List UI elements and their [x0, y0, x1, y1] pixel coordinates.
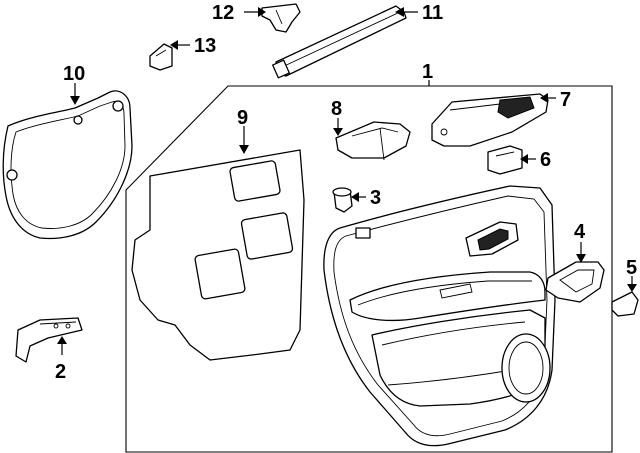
- callout-8: 8: [331, 98, 342, 120]
- callout-6: 6: [540, 149, 551, 171]
- callout-2: 2: [55, 361, 66, 383]
- part-11-window-seal-strip: [272, 5, 418, 79]
- part-13-bracket: [149, 40, 190, 71]
- callout-12: 12: [212, 2, 234, 24]
- callout-9: 9: [237, 107, 248, 129]
- callout-7: 7: [560, 89, 571, 111]
- callout-13: 13: [194, 35, 216, 57]
- callout-11: 11: [422, 2, 443, 24]
- part-6-switch: [487, 145, 536, 175]
- part-8-mounting-bracket: [333, 118, 411, 161]
- part-2-bracket: [15, 317, 83, 363]
- part-9-water-deflector: [131, 126, 305, 361]
- part-7-switch-panel: [431, 93, 556, 147]
- assembly-frame: [125, 85, 613, 453]
- part-1-door-trim-panel: [323, 185, 556, 447]
- callout-1: 1: [422, 61, 433, 83]
- part-4-handle-bezel: [545, 242, 605, 303]
- part-12-clip: [244, 3, 301, 33]
- part-5-cap: [611, 276, 639, 317]
- part-10-sound-insulator: [2, 83, 133, 240]
- callout-5: 5: [626, 257, 637, 279]
- callout-10: 10: [63, 63, 85, 85]
- part-3-fastener: [332, 187, 366, 213]
- callout-4: 4: [574, 221, 586, 243]
- callout-3: 3: [370, 187, 381, 209]
